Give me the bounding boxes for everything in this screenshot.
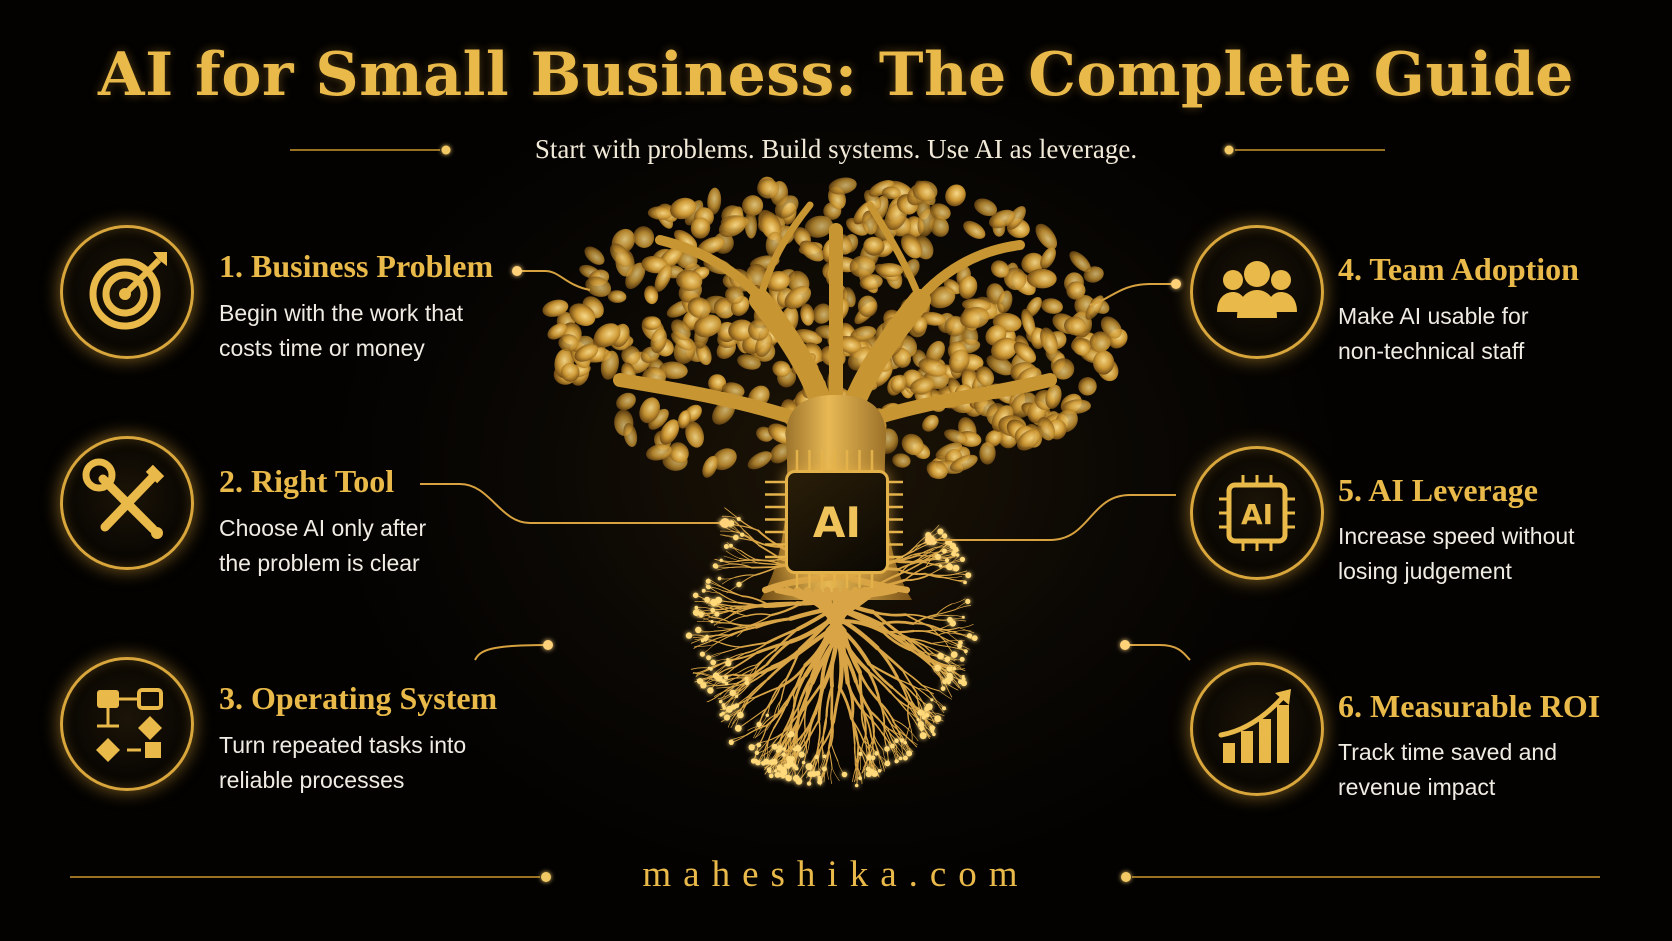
team-icon — [1217, 261, 1297, 318]
step-2-heading: 2. Right Tool — [219, 463, 395, 499]
step-2-badge — [60, 436, 194, 570]
flowchart-icon — [96, 688, 163, 762]
step-6-desc-line1: Track time saved and — [1338, 739, 1558, 765]
step-3-desc-line1: Turn repeated tasks into — [219, 732, 467, 758]
step-4-desc-line1: Make AI usable for — [1338, 303, 1529, 329]
step-5-desc-line1: Increase speed without — [1338, 523, 1575, 549]
step-6-desc-line2: revenue impact — [1338, 774, 1496, 800]
step-4-badge — [1190, 225, 1324, 359]
root-glow-dots — [685, 517, 978, 788]
step-2-desc-line2: the problem is clear — [219, 550, 420, 576]
step-5-desc-line2: losing judgement — [1338, 558, 1512, 584]
divider-dots — [441, 145, 1234, 882]
step-5-badge: AI — [1190, 446, 1324, 580]
step-2-desc-line1: Choose AI only after — [219, 515, 427, 541]
center-ai-chip: AI — [785, 470, 889, 574]
step-1-heading: 1. Business Problem — [219, 248, 494, 284]
step-1-desc-line1: Begin with the work that — [219, 300, 464, 326]
step-4-heading: 4. Team Adoption — [1338, 251, 1579, 287]
ai-chip-icon: AI — [1219, 475, 1295, 551]
step-1-badge — [60, 225, 194, 359]
step-3-badge — [60, 657, 194, 791]
connector-lines — [420, 270, 1191, 661]
step-1-desc-line2: costs time or money — [219, 335, 425, 361]
growth-chart-icon — [1218, 689, 1291, 763]
subtitle-divider — [70, 149, 1600, 878]
footer-website[interactable]: maheshika.com — [642, 854, 1030, 895]
ai-chip-icon-text: AI — [1241, 498, 1273, 531]
step-3-desc-line2: reliable processes — [219, 767, 405, 793]
connector-dots — [512, 266, 1181, 650]
step-6-badge — [1190, 662, 1324, 796]
step-5-heading: 5. AI Leverage — [1338, 472, 1538, 508]
step-6-heading: 6. Measurable ROI — [1338, 688, 1601, 724]
step-4-desc-line2: non-technical staff — [1338, 338, 1525, 364]
page-title: AI for Small Business: The Complete Guid… — [98, 40, 1574, 110]
target-icon — [89, 252, 167, 330]
page-subtitle: Start with problems. Build systems. Use … — [534, 134, 1138, 164]
tools-icon — [82, 458, 165, 539]
step-3-heading: 3. Operating System — [219, 680, 498, 716]
